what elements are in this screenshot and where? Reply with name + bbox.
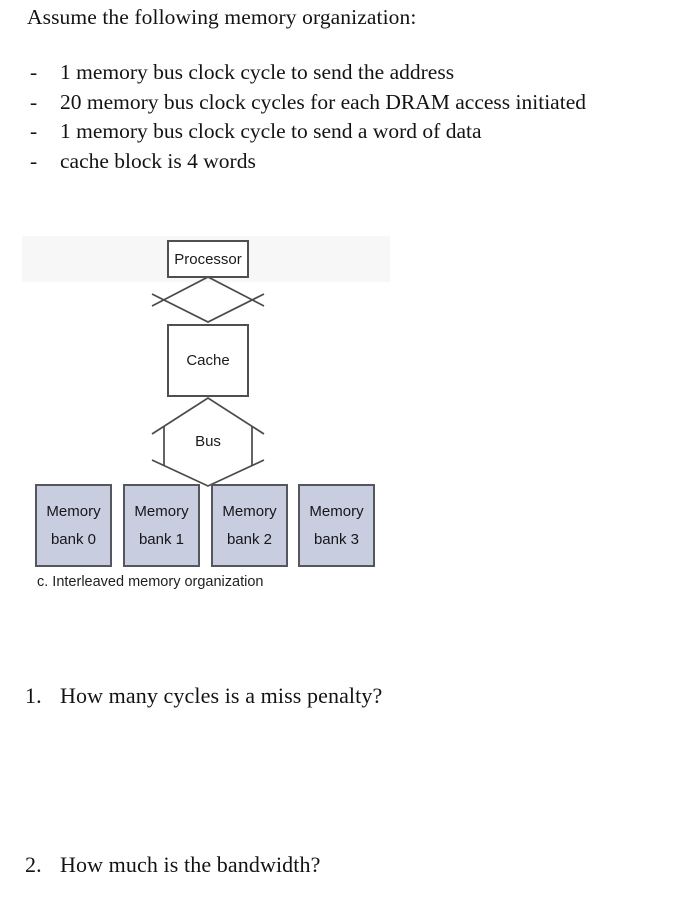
memory-bank-box: Memory bank 1 <box>123 484 200 567</box>
processor-label: Processor <box>174 250 242 268</box>
assumption-text: 20 memory bus clock cycles for each DRAM… <box>60 89 586 114</box>
memory-bank-box: Memory bank 3 <box>298 484 375 567</box>
bullet-marker: - <box>30 60 38 84</box>
diagram-arrows <box>151 276 265 487</box>
bus-label: Bus <box>195 433 221 450</box>
bank-label-line2: bank 1 <box>138 530 185 548</box>
question-number: 2. <box>25 852 42 877</box>
bank-label-line1: Memory <box>46 502 101 520</box>
list-item: - 20 memory bus clock cycles for each DR… <box>30 88 586 118</box>
list-item: - 1 memory bus clock cycle to send a wor… <box>30 117 586 147</box>
bus-arrow-icon <box>151 396 265 487</box>
assumption-text: cache block is 4 words <box>60 148 256 173</box>
bank-label-line2: bank 0 <box>50 530 97 548</box>
processor-box: Processor <box>167 240 249 278</box>
bullet-marker: - <box>30 148 38 173</box>
cache-box: Cache <box>167 324 249 397</box>
question-text: How many cycles is a miss penalty? <box>60 683 383 708</box>
list-item: - cache block is 4 words <box>30 147 586 177</box>
diagram-caption: c. Interleaved memory organization <box>37 574 264 590</box>
bullet-marker: - <box>30 89 38 114</box>
question-text: How much is the bandwidth? <box>60 852 321 877</box>
memory-bank-box: Memory bank 2 <box>211 484 288 567</box>
bullet-marker: - <box>30 119 38 143</box>
question-item: 2. How much is the bandwidth? <box>25 852 320 878</box>
bank-label-line1: Memory <box>134 502 189 520</box>
question-number: 1. <box>25 683 42 708</box>
assumption-list: - 1 memory bus clock cycle to send the a… <box>30 58 586 176</box>
interleaved-memory-diagram: Processor Cache Bus Memory bank 0 Memory… <box>0 230 420 600</box>
assumption-text: 1 memory bus clock cycle to send a word … <box>60 119 482 143</box>
bank-label-line1: Memory <box>309 502 364 520</box>
bank-label-line2: bank 2 <box>226 530 273 548</box>
bank-label-line2: bank 3 <box>313 530 360 548</box>
bank-label-line1: Memory <box>222 502 277 520</box>
page-title: Assume the following memory organization… <box>27 5 417 29</box>
memory-bank-box: Memory bank 0 <box>35 484 112 567</box>
assumption-text: 1 memory bus clock cycle to send the add… <box>60 60 455 84</box>
list-item: - 1 memory bus clock cycle to send the a… <box>30 58 586 88</box>
question-item: 1. How many cycles is a miss penalty? <box>25 683 382 709</box>
cache-label: Cache <box>186 352 230 369</box>
processor-cache-arrow-icon <box>151 276 265 323</box>
